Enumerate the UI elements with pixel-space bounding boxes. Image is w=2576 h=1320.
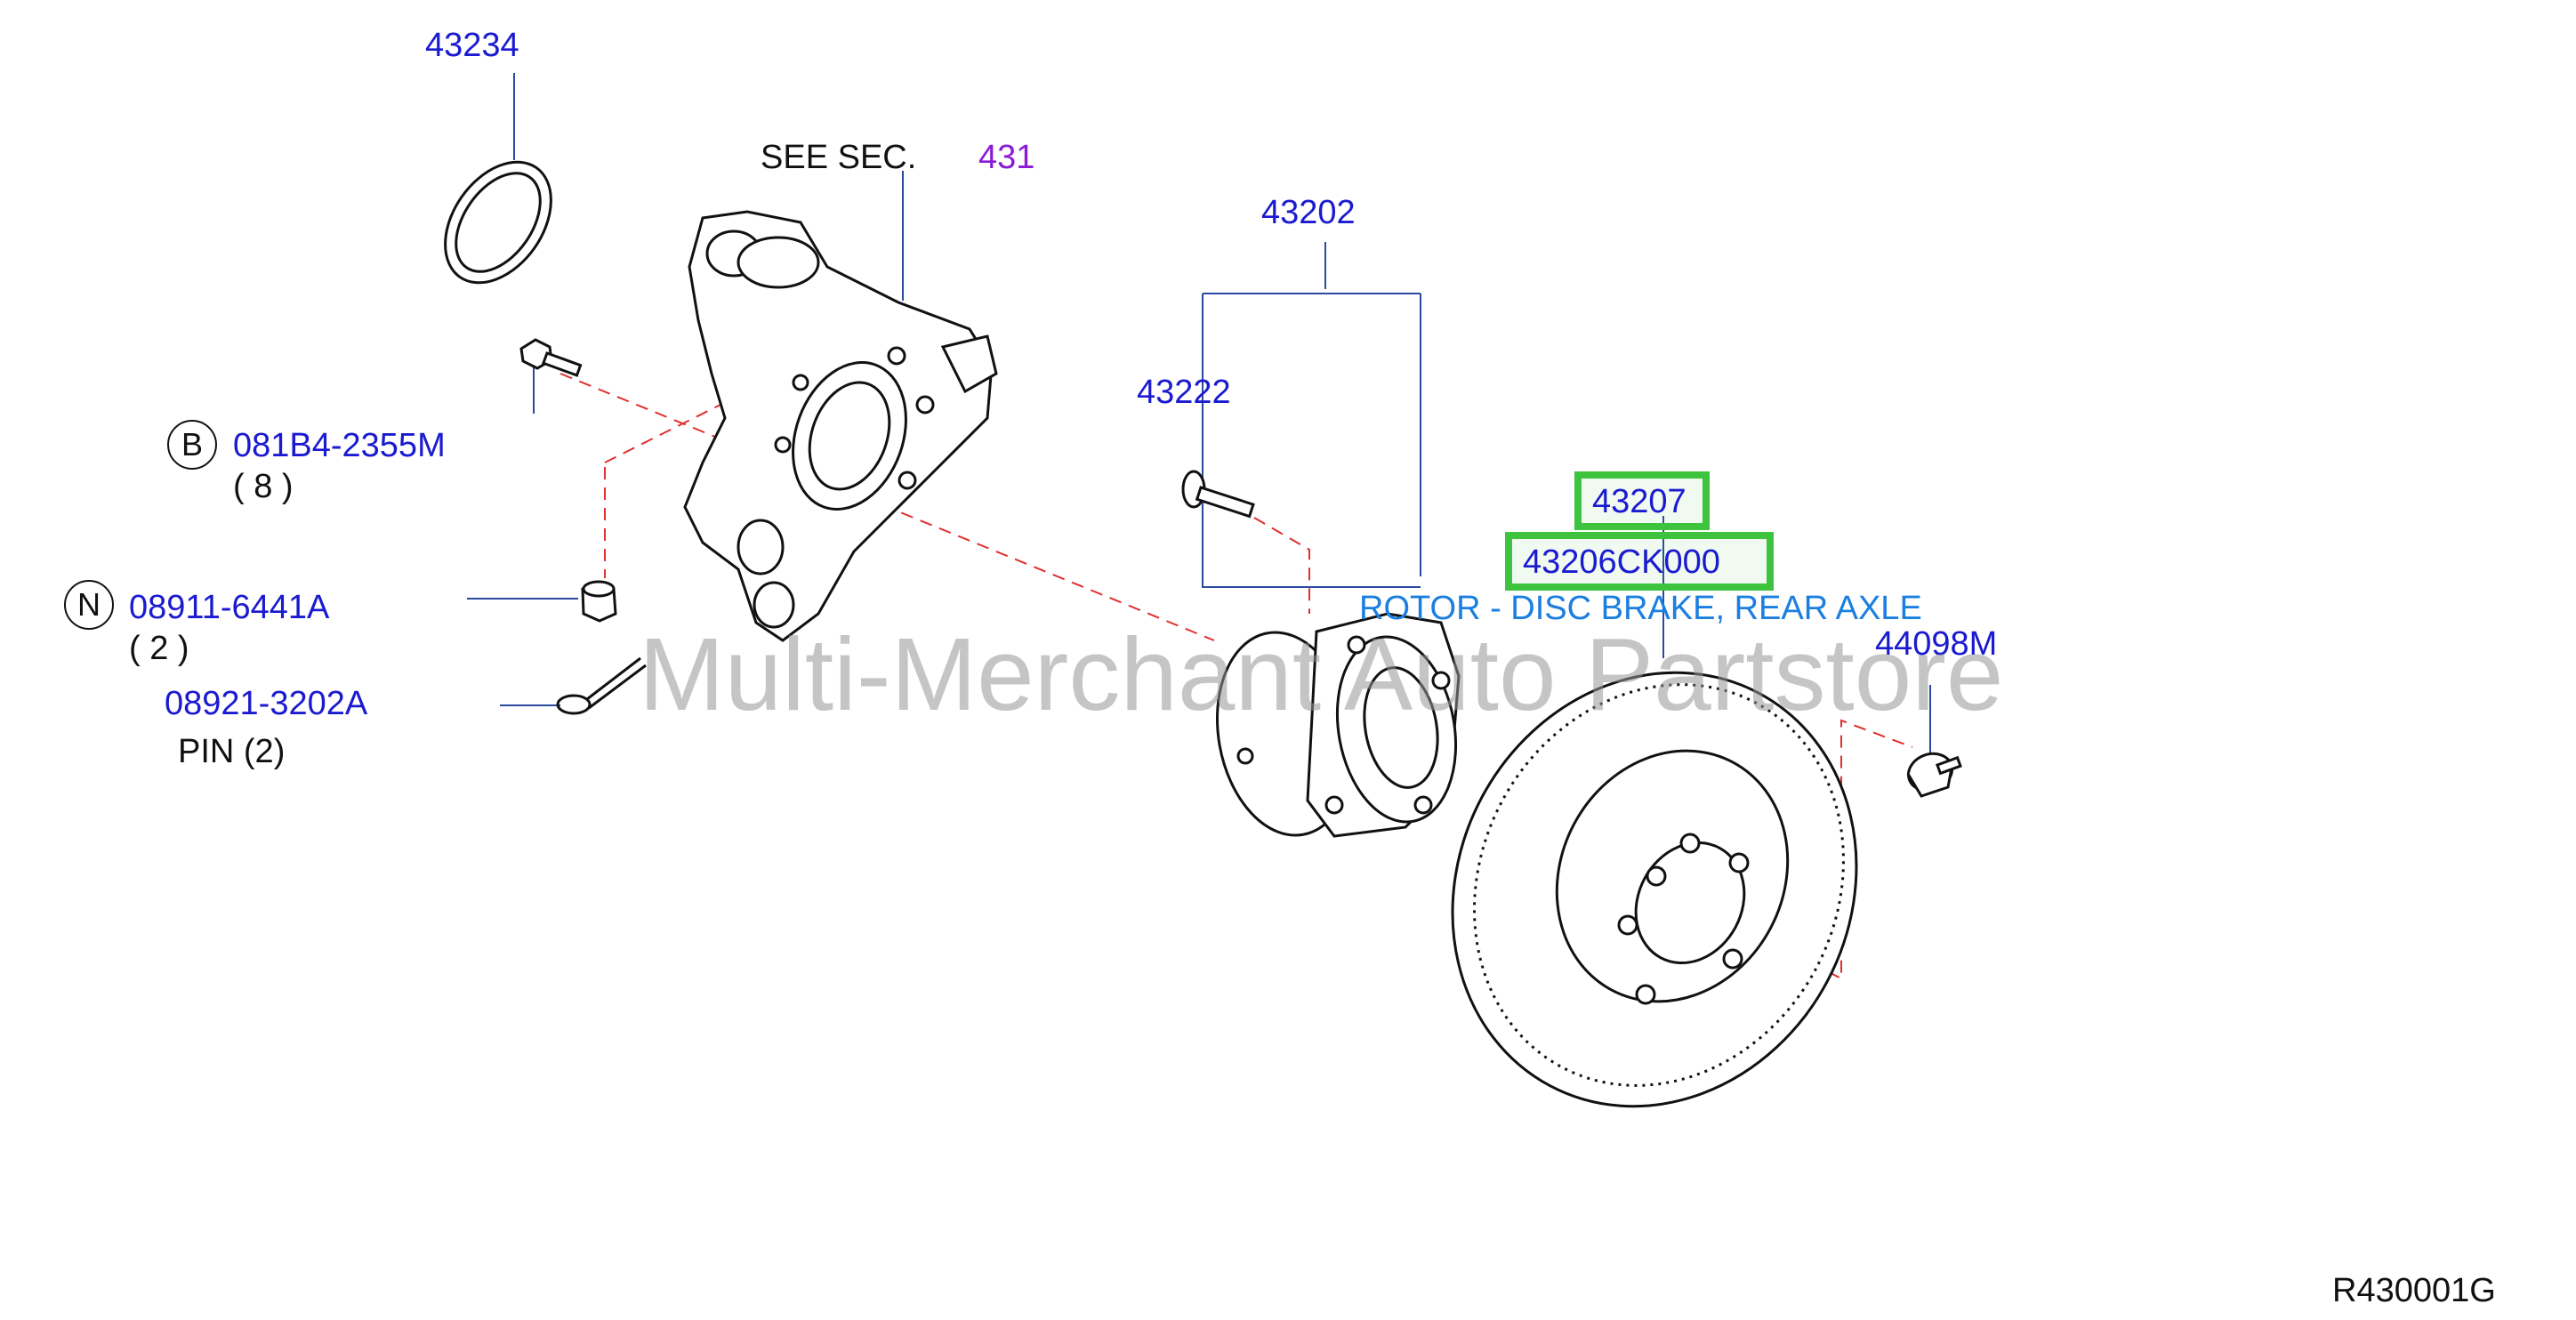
part-number-43202[interactable]: 43202 <box>1261 194 1356 231</box>
watermark: Multi-Merchant Auto Partstore <box>639 616 2004 732</box>
n-marker-icon: N <box>64 580 114 630</box>
part-number-081b4-2355m[interactable]: 081B4-2355M <box>233 427 446 464</box>
knuckle-drawing <box>683 210 998 642</box>
section-link-431[interactable]: 431 <box>978 139 1035 176</box>
quantity-2: ( 2 ) <box>129 630 189 667</box>
quantity-8: ( 8 ) <box>233 468 294 505</box>
rotor-description: ROTOR - DISC BRAKE, REAR AXLE <box>1359 590 1922 627</box>
highlight-43207 <box>1574 471 1710 530</box>
cotter-pin-drawing <box>556 656 647 715</box>
leader-lines <box>467 73 1931 756</box>
part-number-43234[interactable]: 43234 <box>425 27 519 64</box>
pin-quantity-label: PIN (2) <box>178 733 286 770</box>
part-number-08911-6441a[interactable]: 08911-6441A <box>129 589 330 626</box>
seal-ring-drawing <box>444 160 552 285</box>
nut-drawing <box>581 580 617 623</box>
hub-drawing <box>1215 612 1461 838</box>
part-number-43222[interactable]: 43222 <box>1137 374 1231 411</box>
highlight-43206ck000 <box>1505 532 1774 591</box>
plug-drawing <box>1906 752 1962 798</box>
diagram-code: R430001G <box>2332 1272 2496 1309</box>
see-section-label: SEE SEC. <box>761 139 917 176</box>
part-number-43206ck000[interactable]: 43206CK000 <box>1523 543 1720 581</box>
part-number-44098m[interactable]: 44098M <box>1875 625 1998 663</box>
rotor-drawing <box>1451 671 1858 1108</box>
part-number-08921-3202a[interactable]: 08921-3202A <box>165 685 368 722</box>
part-number-43207[interactable]: 43207 <box>1592 483 1686 520</box>
bolt-drawing <box>519 338 583 377</box>
hub-bolt-drawing <box>1181 470 1255 519</box>
b-marker-icon: B <box>167 420 217 470</box>
